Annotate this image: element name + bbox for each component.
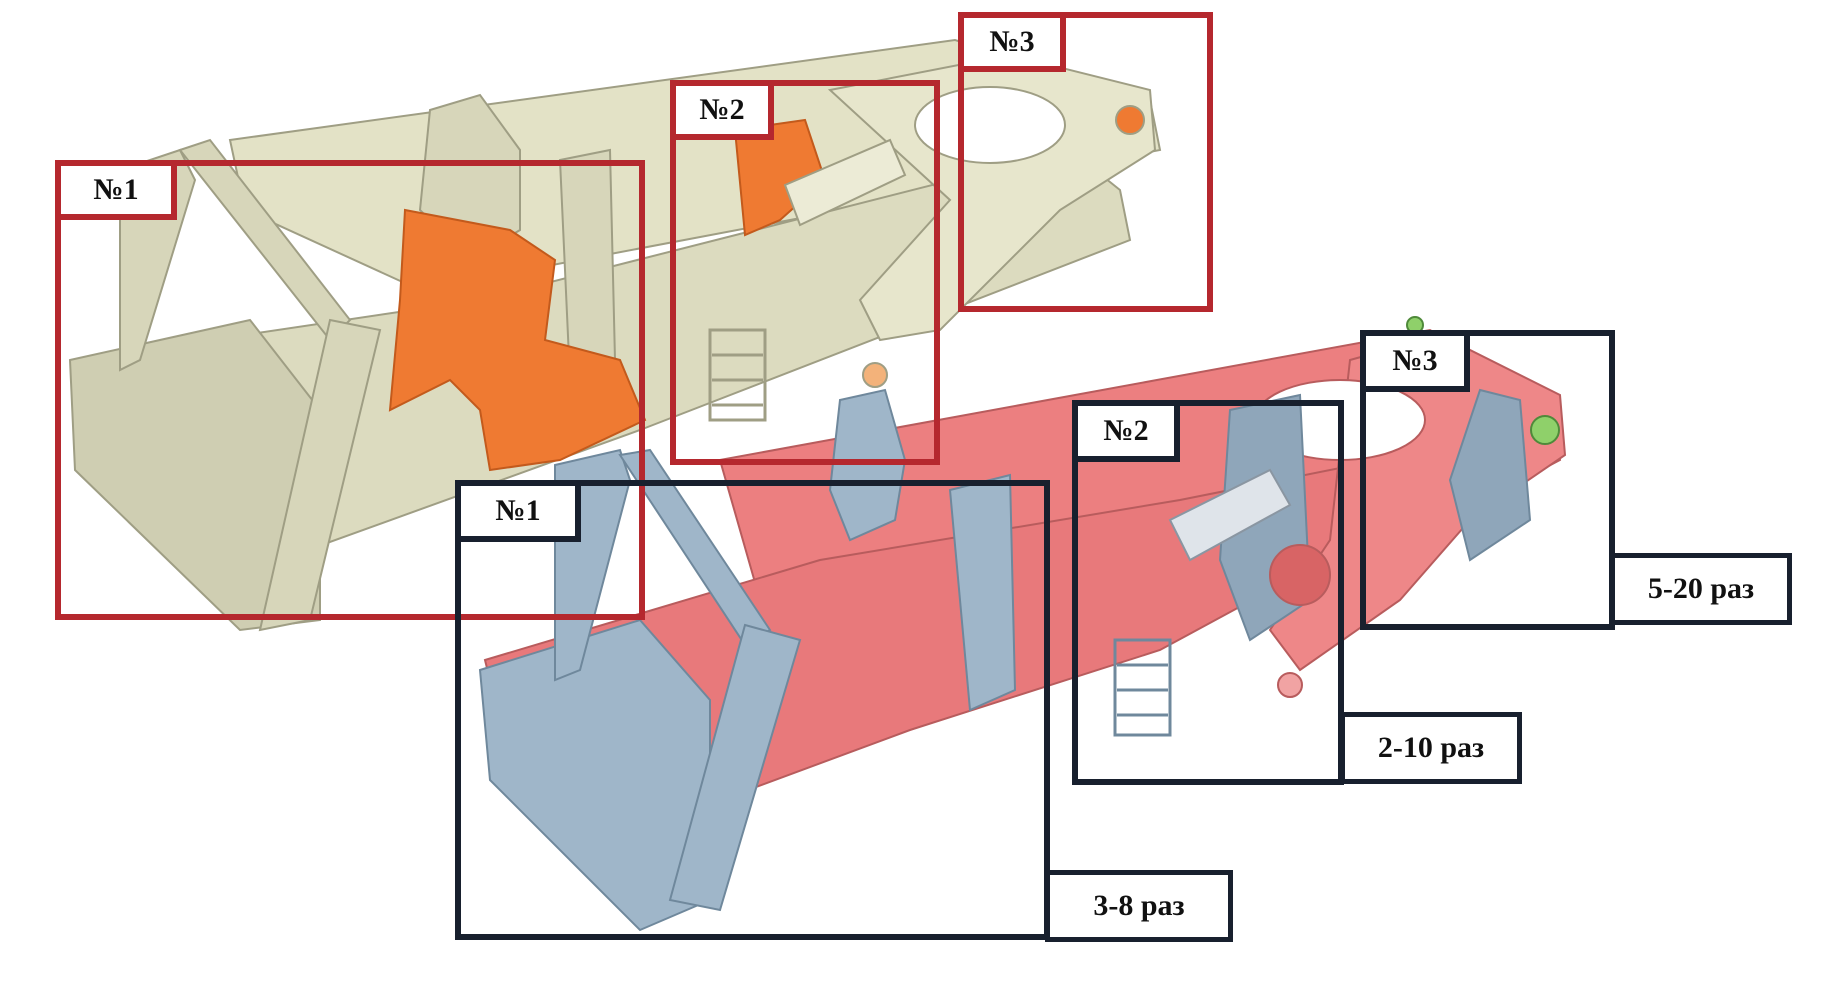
bottom-zone-1-label: №1: [455, 480, 581, 542]
bottom-zone-1-box: №1: [455, 480, 1050, 940]
top-zone-3-box: №3: [958, 12, 1213, 312]
zone-3-ratio-label: 5-20 раз: [1610, 553, 1792, 625]
top-zone-2-label: №2: [670, 80, 774, 140]
bottom-zone-3-box: №3: [1360, 330, 1615, 630]
zone-1-ratio-label: 3-8 раз: [1045, 870, 1233, 942]
bottom-zone-3-label: №3: [1360, 330, 1470, 392]
top-zone-2-box: №2: [670, 80, 940, 465]
top-zone-3-label: №3: [958, 12, 1066, 72]
bottom-zone-2-label: №2: [1072, 400, 1180, 462]
top-zone-1-label: №1: [55, 160, 177, 220]
zone-2-ratio-label: 2-10 раз: [1340, 712, 1522, 784]
top-zone-1-box: №1: [55, 160, 645, 620]
bottom-zone-2-box: №2: [1072, 400, 1344, 785]
